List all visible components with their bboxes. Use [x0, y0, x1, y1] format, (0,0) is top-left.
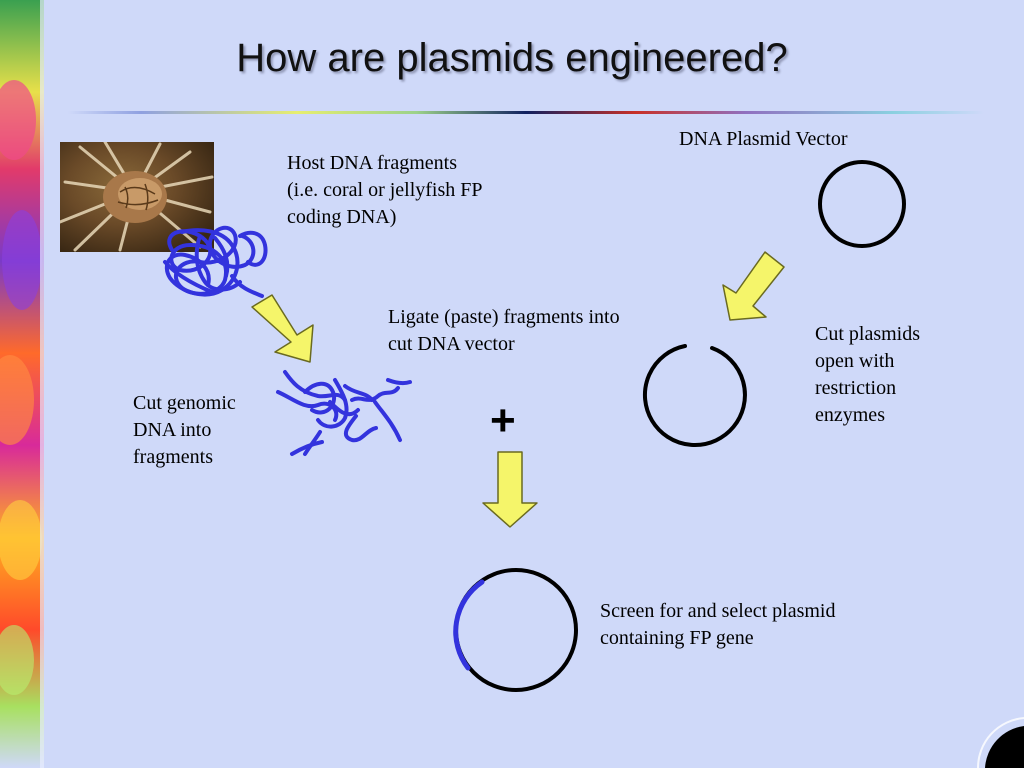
cut-plasmid — [642, 344, 747, 447]
inserted-fp-gene — [453, 579, 485, 671]
corner-decoration — [985, 726, 1024, 768]
sea-anemone-photo — [60, 142, 214, 252]
label-host-dna: Host DNA fragments (i.e. coral or jellyf… — [287, 152, 483, 228]
label-cut-genomic: Cut genomic DNA into fragments — [133, 392, 236, 468]
plus-sign: + — [490, 396, 516, 445]
label-plasmid-vector: DNA Plasmid Vector — [679, 128, 848, 150]
label-screen-select: Screen for and select plasmid containing… — [600, 600, 836, 649]
label-ligate: Ligate (paste) fragments into cut DNA ve… — [388, 306, 620, 355]
down-arrow-icon — [251, 251, 785, 528]
slide-title: How are plasmids engineered? — [236, 36, 788, 80]
title-divider — [68, 111, 984, 114]
label-cut-plasmids: Cut plasmids open with restriction enzym… — [815, 323, 921, 426]
host-dna-tangle — [163, 225, 268, 298]
dna-plasmid-vector — [818, 160, 906, 248]
decorative-side-strip — [0, 0, 44, 768]
cut-dna-fragments — [276, 370, 412, 456]
